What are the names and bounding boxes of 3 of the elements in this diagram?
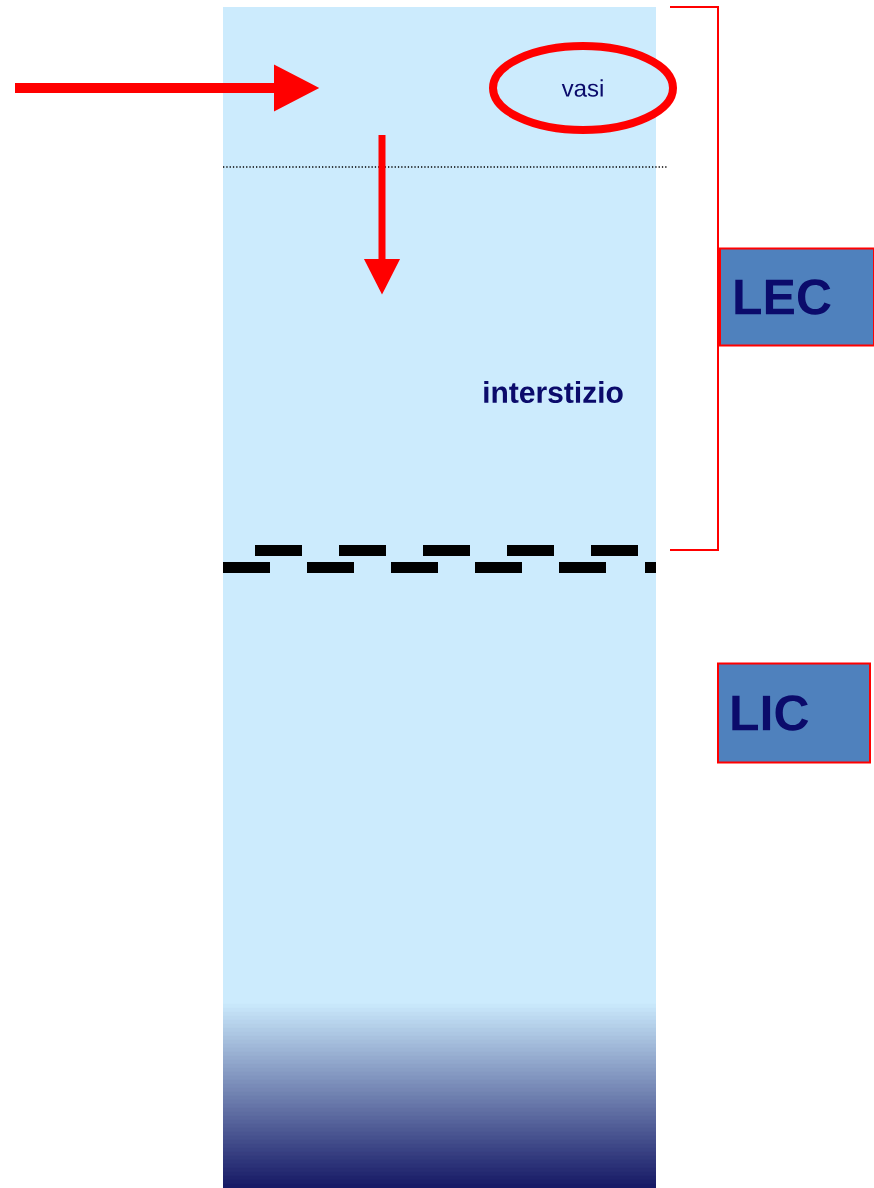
region-label: interstizio [484, 381, 623, 404]
compartment-box: LIC [717, 662, 871, 764]
compartment-box: LEC [719, 247, 874, 347]
